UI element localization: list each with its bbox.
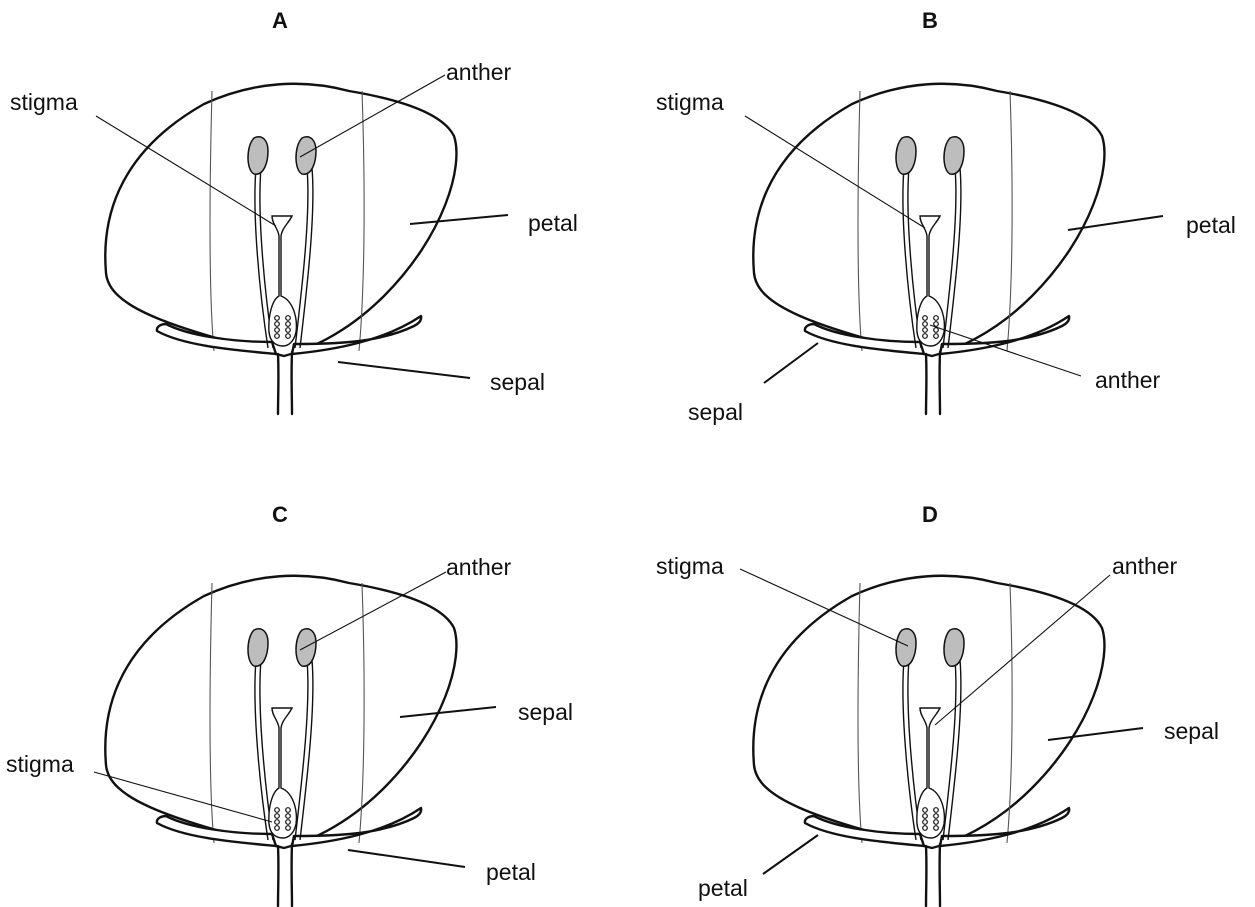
petal-label-d: petal [698, 875, 748, 901]
sepal-leader-a [338, 362, 470, 378]
flower-b [753, 84, 1104, 414]
stigma-label-a: stigma [10, 89, 78, 115]
panel-letter-d: D [922, 502, 938, 527]
anther-label-b: anther [1095, 367, 1161, 393]
petal-label-c: petal [486, 859, 536, 885]
sepal-label-a: sepal [490, 369, 545, 395]
stigma-label-b: stigma [656, 89, 724, 115]
flower-c [105, 576, 456, 906]
sepal-leader-b [764, 343, 818, 383]
panel-letter-b: B [922, 8, 938, 33]
stigma-label-d: stigma [656, 553, 724, 579]
petal-label-b: petal [1186, 212, 1236, 238]
petal-leader-d [763, 835, 818, 874]
panel-d: D stigma anther sepal petal [656, 502, 1219, 906]
panel-a: A stigma anther petal sepal [10, 8, 578, 414]
petal-label-a: petal [528, 210, 578, 236]
panel-b: B stigma petal anther sepal [656, 8, 1236, 425]
sepal-label-d: sepal [1164, 718, 1219, 744]
anther-label-a: anther [446, 59, 512, 85]
anther-label-c: anther [446, 554, 512, 580]
sepal-label-b: sepal [688, 399, 743, 425]
petal-leader-c [348, 850, 465, 867]
stigma-label-c: stigma [6, 751, 74, 777]
panel-letter-c: C [272, 502, 288, 527]
sepal-label-c: sepal [518, 699, 573, 725]
flower-a [105, 84, 456, 414]
anther-label-d: anther [1112, 553, 1178, 579]
panel-letter-a: A [272, 8, 288, 33]
panel-c: C anther sepal stigma petal [6, 502, 573, 906]
